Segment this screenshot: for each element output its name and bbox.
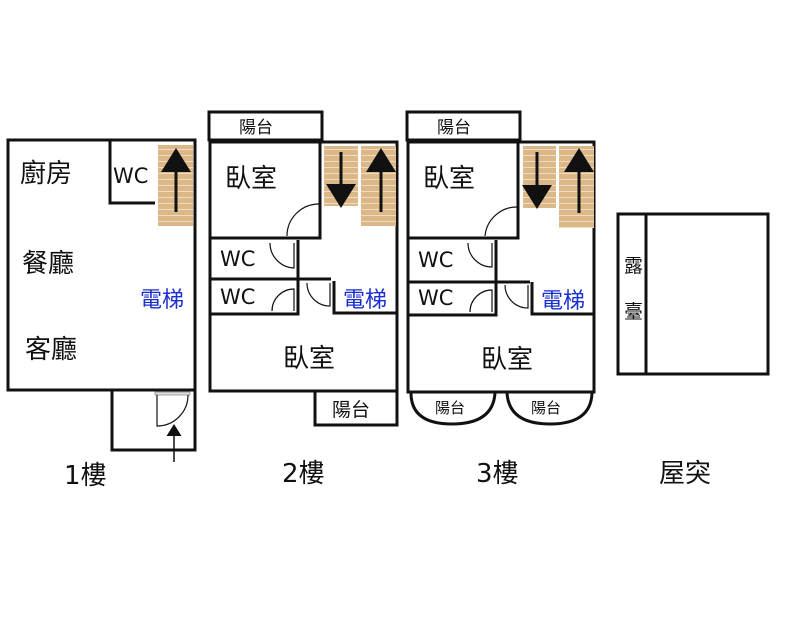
door-swing-icon [484, 206, 518, 237]
elevator-wall [332, 281, 397, 315]
elevator-label: 電梯 [541, 289, 585, 314]
terrace-label-1: 露 [624, 255, 643, 277]
door-swing-icon [469, 289, 493, 313]
room-balcony-top: 陽台 [437, 118, 471, 138]
room-dining: 餐廳 [22, 249, 74, 279]
bedroom-wall [408, 142, 520, 240]
roof-label: 屋突 [659, 459, 711, 489]
elevator-wall [530, 282, 594, 316]
floor-3-label: 3樓 [476, 459, 519, 489]
wc-wall [210, 240, 300, 316]
entrance [110, 388, 197, 452]
staircase-down [523, 146, 556, 208]
roof-outline [616, 212, 770, 376]
elevator-label: 電梯 [343, 288, 387, 313]
balcony-top [405, 110, 522, 142]
staircase-up [361, 146, 396, 226]
door-swing-icon [286, 203, 320, 237]
elevator-label: 電梯 [140, 288, 184, 313]
floor-2: 陽台 臥室 WC WC 電梯 臥室 陽台 2樓 [207, 110, 399, 489]
balcony-bottom [313, 389, 399, 427]
room-balcony-left: 陽台 [435, 399, 465, 417]
balcony-right [505, 392, 594, 426]
room-bedroom-2: 臥室 [283, 344, 335, 374]
door-swing-icon [467, 242, 493, 268]
floor-2-label: 2樓 [282, 459, 325, 489]
room-bedroom-1: 臥室 [225, 164, 277, 194]
room-kitchen: 廚房 [20, 159, 72, 189]
room-balcony-top: 陽台 [239, 118, 273, 138]
balcony-top [207, 110, 324, 142]
floor-3-outline [406, 140, 596, 394]
wc-wall [108, 140, 155, 205]
room-wc-2: WC [418, 286, 453, 310]
room-wc-1: WC [418, 248, 453, 272]
bedroom-wall [210, 142, 322, 240]
door-frame [154, 391, 191, 396]
room-balcony-right: 陽台 [531, 399, 561, 417]
floor-1: 廚房 WC 餐廳 電梯 客廳 1樓 [6, 138, 197, 491]
room-living: 客廳 [25, 335, 77, 365]
roof: 露 臺 屋突 [616, 212, 770, 489]
floor-3: 陽台 臥室 WC WC 電梯 臥室 陽台 陽台 3樓 [405, 110, 596, 489]
room-bedroom-1: 臥室 [423, 164, 475, 194]
room-wc-2: WC [220, 285, 255, 309]
room-wc: WC [113, 164, 148, 188]
room-balcony-bottom: 陽台 [332, 399, 370, 421]
floor-2-outline [208, 140, 399, 393]
floor-1-outline [6, 138, 197, 392]
door-swing-icon [271, 288, 295, 312]
room-bedroom-2: 臥室 [481, 345, 533, 375]
balcony-left [409, 392, 497, 426]
wc-wall [408, 240, 498, 317]
door-swing-icon [269, 242, 295, 269]
room-wc-1: WC [220, 247, 255, 271]
staircase-up [559, 146, 594, 228]
terrace-label-2: 臺 [624, 301, 643, 323]
door-swing-icon [306, 282, 331, 307]
door-swing-icon [504, 284, 529, 309]
floor-1-label: 1樓 [64, 461, 107, 491]
door-swing-icon [156, 394, 189, 427]
